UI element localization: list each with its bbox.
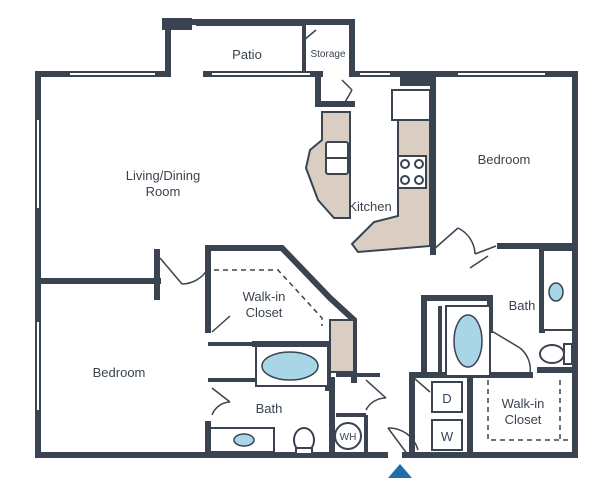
bath-right-label: Bath (509, 298, 536, 313)
exterior-walls (35, 71, 578, 458)
water-heater-icon (334, 422, 362, 450)
patio-area (162, 18, 355, 77)
doors (159, 79, 532, 456)
living-label-line1: Living/Dining (126, 168, 200, 183)
dryer-box (431, 381, 463, 413)
laundry: D W WH (334, 381, 463, 451)
walkin1-label-line1: Walk-in (243, 289, 286, 304)
living-label-line2: Room (146, 184, 181, 199)
interior-walls (35, 71, 578, 458)
walkin1-label-line2: Closet (246, 305, 283, 320)
washer-box (431, 419, 463, 451)
dryer-label: D (442, 391, 451, 406)
bedroom-right-label: Bedroom (478, 152, 531, 167)
walkin2-label-line1: Walk-in (502, 396, 545, 411)
kitchen-counters (304, 89, 431, 254)
storage-label: Storage (310, 49, 345, 60)
walkin2-label-line2: Closet (505, 412, 542, 427)
bath-left-label: Bath (256, 401, 283, 416)
room-labels: Patio Storage Living/Dining Room Kitchen… (93, 47, 545, 427)
patio-label: Patio (232, 47, 262, 62)
closet-shelves (214, 269, 570, 441)
water-heater-label: WH (340, 432, 357, 443)
kitchen-label: Kitchen (348, 199, 391, 214)
bath-fixtures (209, 249, 574, 455)
bedroom-left-label: Bedroom (93, 365, 146, 380)
washer-label: W (441, 429, 454, 444)
windows (37, 73, 545, 410)
entry-marker-icon (388, 464, 412, 478)
